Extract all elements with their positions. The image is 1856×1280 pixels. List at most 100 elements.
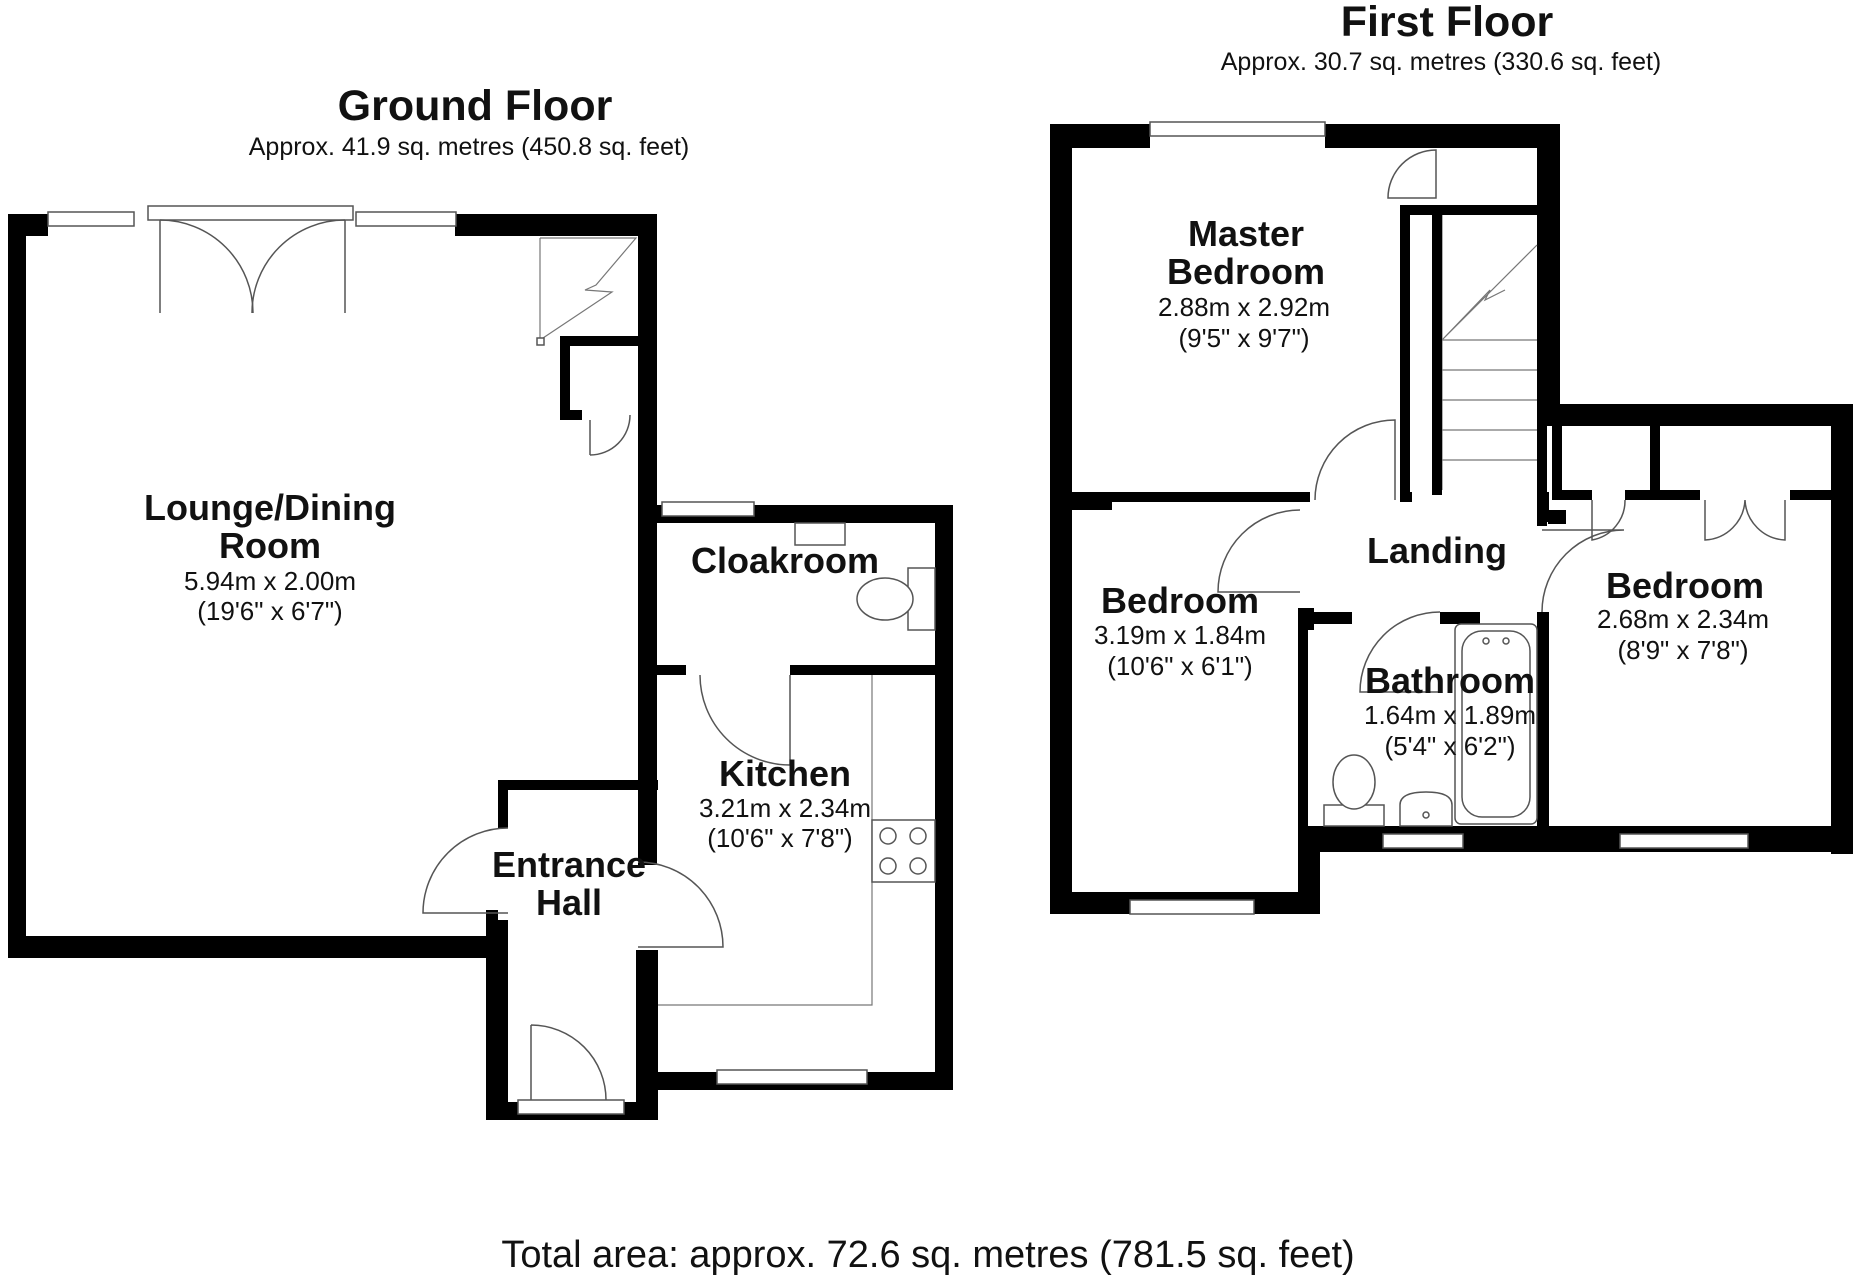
door-swing: [1359, 611, 1441, 693]
lounge-imperial: (19'6" x 6'7"): [197, 596, 342, 626]
wall: [1552, 426, 1562, 496]
wall: [498, 780, 658, 790]
lounge-metric: 5.94m x 2.00m: [184, 566, 356, 596]
window: [1382, 833, 1464, 849]
ground-floor-title: Ground Floor: [338, 82, 613, 130]
wall: [1298, 826, 1853, 852]
master-bedroom-name-line1: Master: [1188, 213, 1304, 254]
basin: [794, 522, 846, 546]
window: [1619, 833, 1749, 849]
stairs-arrow: [1441, 244, 1538, 341]
front-door-swing: [530, 1024, 607, 1101]
wall: [560, 336, 570, 420]
bath-tap: [1502, 637, 1510, 645]
window: [1129, 899, 1255, 915]
toilet-bowl: [856, 577, 914, 621]
bedroom-left-imperial: (10'6" x 6'1"): [1107, 651, 1252, 681]
wall: [1440, 612, 1480, 624]
door-swing: [422, 827, 509, 914]
bedroom-right-imperial: (8'9" x 7'8"): [1618, 635, 1749, 665]
wall: [8, 214, 26, 954]
cupboard-door-swing: [1591, 499, 1626, 541]
wall: [1537, 404, 1852, 426]
kitchen-imperial: (10'6" x 7'8"): [707, 823, 852, 853]
wall: [1400, 205, 1540, 215]
ground-floor-plan: [8, 205, 953, 1120]
first-floor-plan: [1050, 121, 1853, 915]
wall: [1537, 492, 1549, 522]
wall: [1552, 490, 1592, 500]
wall: [648, 665, 686, 675]
wall: [560, 336, 638, 346]
wall: [1298, 608, 1314, 630]
door-swing: [1217, 509, 1301, 593]
wall: [1537, 612, 1549, 832]
wall: [638, 214, 657, 516]
window: [716, 1069, 868, 1085]
wall: [1432, 215, 1442, 495]
window: [355, 211, 457, 227]
cloakroom-door-swing: [699, 674, 791, 766]
window: [661, 501, 755, 517]
kitchen-metric: 3.21m x 2.34m: [699, 793, 871, 823]
hob: [871, 819, 936, 883]
entrance-hall-name-line1: Entrance: [492, 844, 646, 885]
master-bedroom-metric: 2.88m x 2.92m: [1158, 292, 1330, 322]
lounge-name-line2: Room: [219, 525, 321, 566]
cloakroom-name: Cloakroom: [691, 540, 879, 581]
first-floor-area: Approx. 30.7 sq. metres (330.6 sq. feet): [1221, 48, 1662, 76]
bath-inner: [1461, 630, 1531, 818]
labels: Ground Floor Approx. 41.9 sq. metres (45…: [144, 0, 1769, 1276]
wall: [1650, 426, 1660, 496]
cupboard-door-swing: [1387, 149, 1437, 199]
bathroom-name: Bathroom: [1365, 660, 1535, 701]
wall: [1537, 124, 1560, 406]
french-door-swing: [251, 219, 346, 314]
lounge-name-line1: Lounge/Dining: [144, 487, 396, 528]
wall: [935, 505, 953, 1090]
bath-tap: [1482, 637, 1490, 645]
bathroom-imperial: (5'4" x 6'2"): [1385, 731, 1516, 761]
wall: [455, 214, 657, 236]
bedroom-left-name: Bedroom: [1101, 580, 1259, 621]
wall: [8, 936, 498, 958]
wall: [1400, 492, 1412, 502]
hob-ring: [909, 857, 927, 875]
wall: [790, 665, 945, 675]
wall: [1298, 612, 1308, 832]
wall: [1050, 124, 1150, 148]
landing-name: Landing: [1367, 530, 1507, 571]
total-area: Total area: approx. 72.6 sq. metres (781…: [501, 1234, 1354, 1276]
stairs: [539, 237, 638, 341]
wall: [8, 214, 48, 236]
bedroom-right-metric: 2.68m x 2.34m: [1597, 604, 1769, 634]
window: [47, 211, 135, 227]
wall: [1325, 124, 1560, 148]
wall: [1537, 426, 1547, 526]
wall: [560, 410, 582, 420]
cupboard-door-swing: [1704, 499, 1786, 541]
front-door-frame: [517, 1099, 625, 1115]
kitchen-name: Kitchen: [719, 753, 851, 794]
master-bedroom-name-line2: Bedroom: [1167, 251, 1325, 292]
wall: [1831, 404, 1853, 854]
toilet-bowl: [1332, 754, 1376, 810]
wall: [1400, 205, 1410, 500]
french-door-swing: [159, 219, 254, 314]
first-floor-title: First Floor: [1341, 0, 1554, 46]
wall: [1625, 490, 1660, 500]
door-swing: [1314, 419, 1396, 501]
wall: [636, 950, 648, 960]
wall: [1660, 490, 1700, 500]
hob-ring: [909, 827, 927, 845]
wall: [486, 920, 508, 1120]
worktop: [648, 675, 873, 1006]
hob-ring: [879, 857, 897, 875]
wall: [636, 950, 658, 1120]
stairs: [1441, 215, 1537, 490]
bathroom-metric: 1.64m x 1.89m: [1364, 700, 1536, 730]
basin-tap: [1422, 811, 1430, 819]
wall: [638, 505, 657, 865]
hob-ring: [879, 827, 897, 845]
